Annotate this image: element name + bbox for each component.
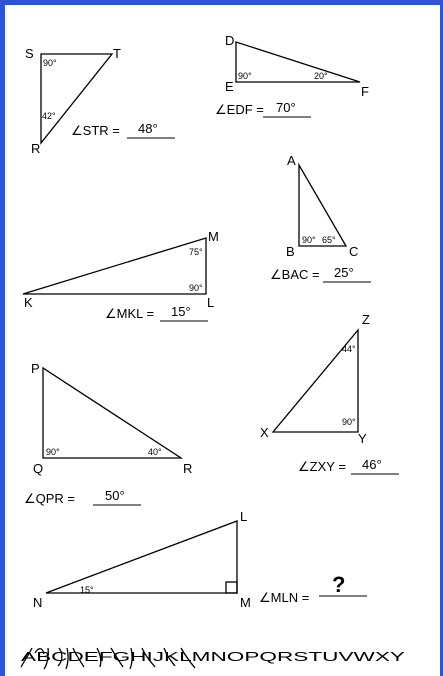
angle-r2-value: 40° (148, 447, 162, 457)
vertex-m: M (208, 229, 219, 244)
angle-f-value: 20° (314, 71, 328, 81)
vertex-p: P (31, 361, 40, 376)
angle-z-value: 44° (342, 344, 356, 354)
vertex-s: S (25, 46, 34, 61)
zxy-question-label: ∠ZXY = (298, 459, 346, 474)
vertex-z: Z (362, 312, 370, 327)
alphabet-text: ABCDEFGHIJKLMNOPQRSTUVWXY (21, 649, 406, 664)
str-question-label: ∠STR = (71, 123, 120, 138)
mkl-question-label: ∠MKL = (105, 306, 154, 321)
str-answer: 48° (138, 121, 158, 136)
vertex-m2: M (240, 595, 251, 610)
vertex-n: N (33, 595, 42, 610)
right-angle-mark (225, 581, 238, 594)
alphabet-row: ABCDEFGHIJKLMNOPQRSTUVWXY (20, 647, 406, 670)
triangle-zxy: Z X Y 44° 90° ∠ZXY = 46° (260, 312, 399, 475)
triangle-qpr: P Q R 90° 40° ∠QPR = 50° (24, 361, 192, 506)
vertex-b: B (286, 244, 295, 259)
vertex-q: Q (33, 461, 43, 476)
qpr-question-label: ∠QPR = (24, 491, 75, 506)
angle-l-value: 90° (189, 283, 203, 293)
triangle-mln: L N M 15° ∠MLN = ? (33, 509, 367, 610)
handwritten-scribble (20, 647, 196, 670)
triangle-qpr-shape (42, 366, 184, 459)
vertex-x: X (260, 425, 269, 440)
triangle-mln-shape (45, 520, 238, 594)
triangle-bac-shape (298, 162, 348, 247)
vertex-l: L (207, 295, 214, 310)
triangle-str-shape (40, 53, 114, 145)
mkl-answer: 15° (171, 304, 191, 319)
vertex-l2: L (240, 509, 247, 524)
vertex-r2: R (183, 461, 192, 476)
vertex-e: E (225, 79, 234, 94)
angle-s-value: 90° (43, 58, 57, 68)
vertex-t: T (113, 46, 121, 61)
angle-m-value: 75° (189, 247, 203, 257)
mln-answer: ? (332, 572, 345, 597)
angle-y-value: 90° (342, 417, 356, 427)
angle-b-value: 90° (302, 235, 316, 245)
triangle-str: S T R 90° 42° ∠STR = 48° (25, 46, 175, 156)
angle-r-value: 42° (42, 111, 56, 121)
triangle-bac: A B C 90° 65° ∠BAC = 25° (270, 153, 371, 283)
edf-question-label: ∠EDF = (215, 102, 264, 117)
worksheet-drawing: S T R 90° 42° ∠STR = 48° D E F 90° 20° ∠… (20, 33, 406, 670)
vertex-a: A (287, 153, 296, 168)
zxy-answer: 46° (362, 457, 382, 472)
vertex-c: C (349, 244, 358, 259)
qpr-answer: 50° (105, 488, 125, 503)
triangle-edf-shape (235, 41, 361, 83)
vertex-d: D (225, 33, 234, 48)
triangle-mkl-shape (22, 237, 207, 295)
vertex-y: Y (358, 431, 367, 446)
angle-e-value: 90° (238, 71, 252, 81)
bac-question-label: ∠BAC = (270, 267, 320, 282)
edf-answer: 70° (276, 100, 296, 115)
angle-q-value: 90° (46, 447, 60, 457)
vertex-r: R (31, 141, 40, 156)
angle-n-value: 15° (80, 585, 94, 595)
vertex-k: K (24, 295, 33, 310)
bac-answer: 25° (334, 265, 354, 280)
triangle-edf: D E F 90° 20° ∠EDF = 70° (215, 33, 369, 118)
triangle-mkl: M K L 75° 90° ∠MKL = 15° (22, 229, 219, 322)
angle-c-value: 65° (322, 235, 336, 245)
triangle-zxy-shape (271, 328, 359, 433)
mln-question-label: ∠MLN = (259, 590, 309, 605)
vertex-f: F (361, 84, 369, 99)
